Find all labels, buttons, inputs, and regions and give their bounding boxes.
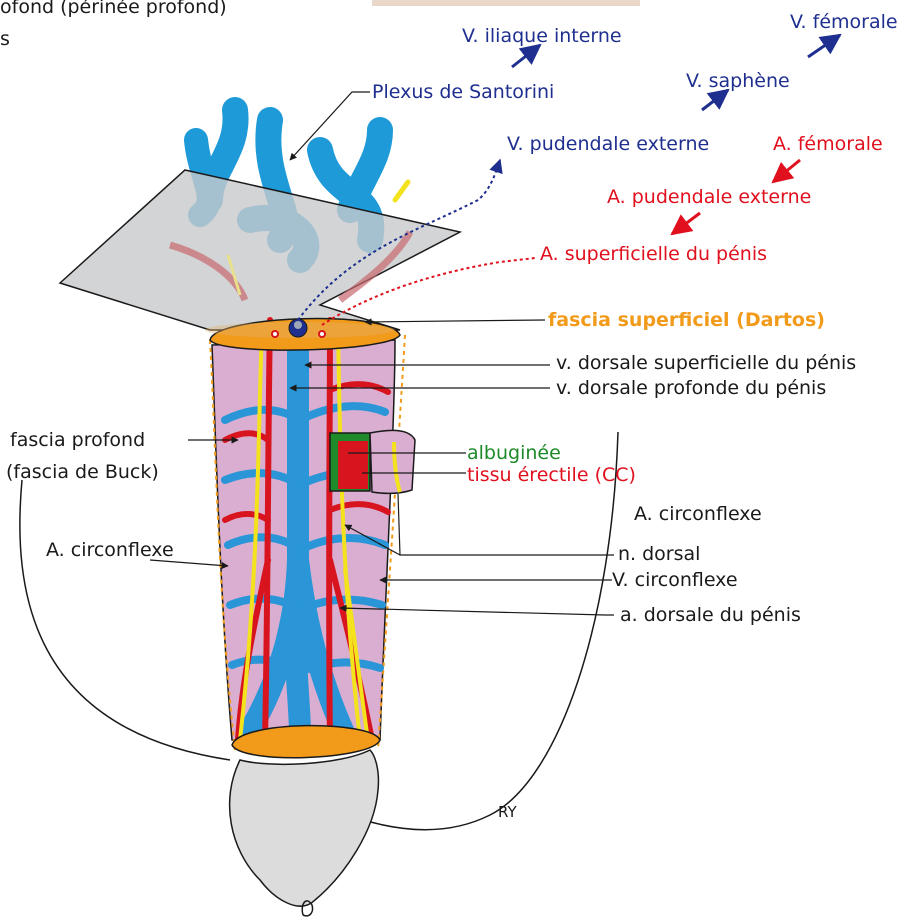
label-v-iliaque-interne: V. iliaque interne	[462, 25, 622, 47]
arrow-saphene	[702, 90, 728, 110]
label-a-circonflexe-right: A. circonflexe	[634, 503, 762, 525]
callout-fascia-sup	[365, 320, 545, 322]
top-partial-line2: s	[0, 28, 10, 50]
arrow-femorale-a	[773, 160, 800, 182]
label-v-dorsale-profonde: v. dorsale profonde du pénis	[556, 377, 826, 399]
label-albuginee: albuginée	[467, 442, 561, 464]
label-plexus-santorini: Plexus de Santorini	[372, 81, 554, 103]
label-fascia-profond-1: fascia profond	[10, 429, 145, 451]
label-v-saphene: V. saphène	[686, 70, 790, 92]
callout-n-dorsal	[398, 494, 614, 555]
yellow-nerve-top	[395, 182, 408, 200]
top-partial-line1: ofond (périnée profond)	[0, 0, 227, 18]
arrow-pudendale-a	[672, 213, 700, 234]
label-v-circonflexe: V. circonflexe	[612, 569, 738, 591]
label-a-circonflexe-left: A. circonflexe	[46, 539, 174, 561]
label-fascia-profond-2: (fascia de Buck)	[6, 461, 159, 483]
label-a-superficielle-penis: A. superficielle du pénis	[540, 243, 767, 265]
erectile-tissue-box	[338, 441, 368, 489]
left-thigh-outline	[20, 480, 230, 760]
label-v-femorale: V. fémorale	[790, 11, 898, 33]
skin-flap	[370, 430, 415, 493]
label-fascia-superficiel: fascia superficiel (Dartos)	[548, 309, 825, 331]
label-a-dorsale-penis: a. dorsale du pénis	[620, 604, 801, 626]
label-n-dorsal: n. dorsal	[618, 543, 700, 565]
label-a-pudendale-externe: A. pudendale externe	[607, 186, 811, 208]
label-v-dorsale-superficielle: v. dorsale superficielle du pénis	[556, 352, 856, 374]
artery-section-right	[319, 331, 325, 337]
artery-section-left	[272, 331, 278, 337]
signature: RY	[498, 803, 517, 821]
label-v-pudendale-externe: V. pudendale externe	[507, 133, 709, 155]
glans	[230, 750, 379, 906]
label-tissu-erectile: tissu érectile (CC)	[467, 464, 636, 486]
label-a-femorale: A. fémorale	[773, 133, 883, 155]
top-image-strip	[372, 0, 640, 6]
arrow-femorale-v	[808, 35, 840, 57]
vein-section-highlight	[294, 321, 302, 329]
arrow-iliaque	[512, 45, 540, 67]
